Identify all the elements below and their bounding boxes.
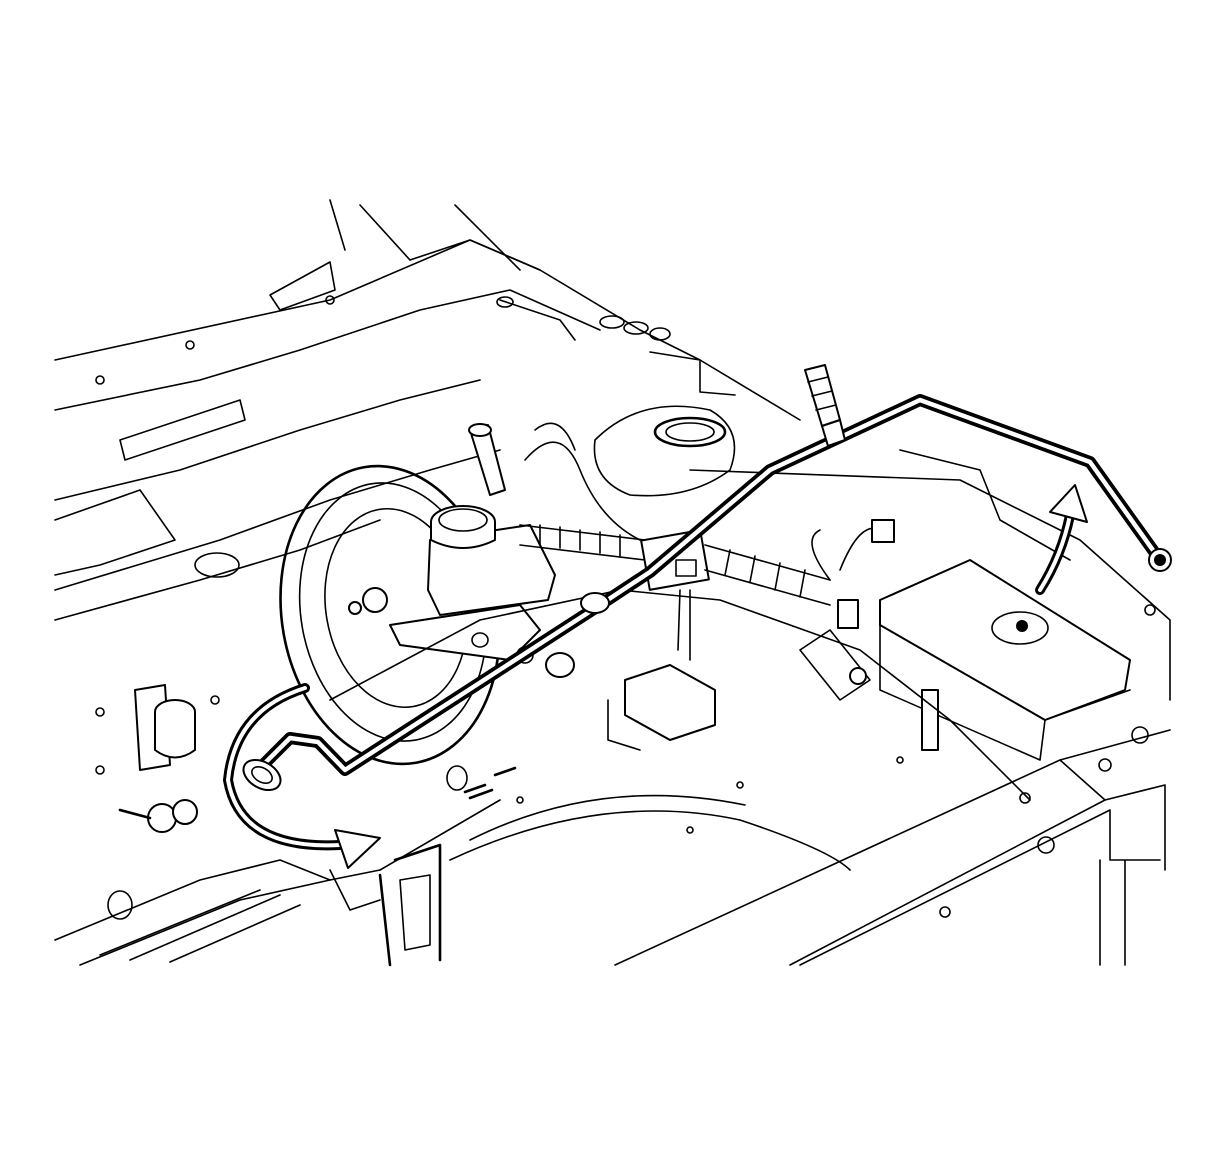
master-cylinder xyxy=(348,423,575,678)
wiring-harness xyxy=(519,422,895,751)
brake-pipe xyxy=(252,394,1166,776)
removal-arrow-right xyxy=(1035,484,1088,595)
right-pipe-fitting xyxy=(1148,548,1172,572)
fender-and-frame xyxy=(54,469,1171,967)
fasteners xyxy=(95,295,1031,918)
left-pipe-fitting xyxy=(242,758,282,792)
removal-arrow-left xyxy=(222,683,381,869)
left-components xyxy=(118,684,517,833)
upper-pipe-connector xyxy=(804,364,846,447)
cowl-panel xyxy=(54,199,801,621)
strut-tower xyxy=(593,405,736,497)
battery-tray xyxy=(799,449,1131,761)
